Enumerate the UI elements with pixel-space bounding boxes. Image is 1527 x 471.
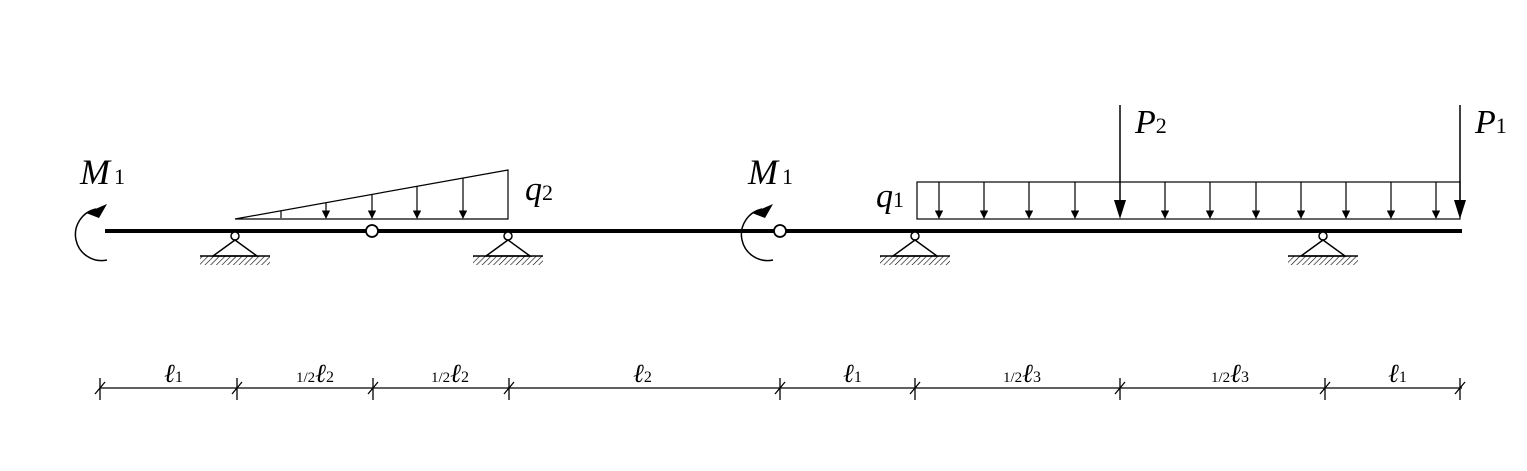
label-q1: q1 (876, 178, 904, 215)
hinge-1 (365, 224, 379, 238)
dim-label-6: 1/2ℓ3 (1003, 359, 1041, 388)
dim-label-3: 1/2ℓ2 (431, 359, 469, 388)
label-p2: P2 (1134, 104, 1167, 141)
point-load-p1 (1454, 105, 1466, 219)
label-q2: q2 (525, 171, 553, 208)
triangular-load-q2 (234, 169, 509, 220)
moment-left-arrow (74, 204, 108, 262)
support-1 (200, 231, 270, 265)
dim-label-4: ℓ2 (633, 359, 652, 388)
support-4 (1288, 231, 1358, 265)
moment-mid-arrow (740, 204, 774, 262)
hinge-2 (773, 224, 787, 238)
dim-label-5: ℓ1 (843, 359, 862, 388)
dimension-line (94, 378, 1466, 400)
point-load-p2 (1114, 105, 1126, 219)
distributed-load-q1 (916, 181, 1461, 220)
support-3 (880, 231, 950, 265)
label-p1: P1 (1474, 104, 1507, 141)
dim-label-7: 1/2ℓ3 (1211, 359, 1249, 388)
dim-label-1: ℓ1 (164, 359, 183, 388)
support-2 (473, 231, 543, 265)
dim-label-2: 1/2ℓ2 (296, 359, 334, 388)
dim-label-8: ℓ1 (1388, 359, 1407, 388)
